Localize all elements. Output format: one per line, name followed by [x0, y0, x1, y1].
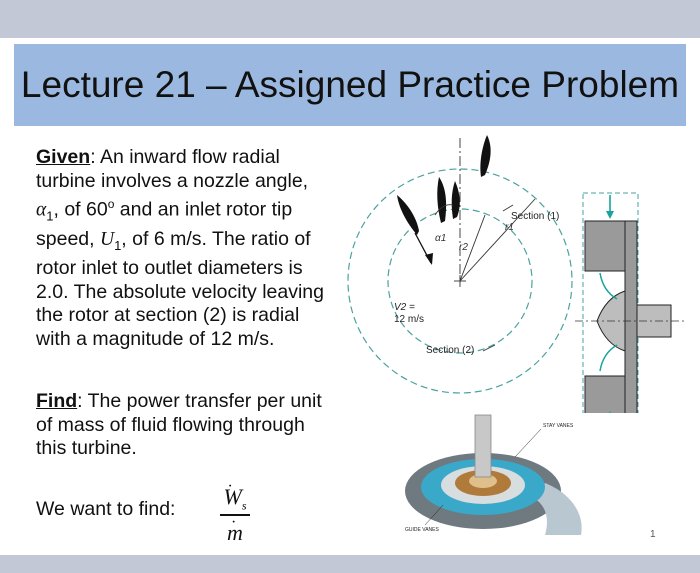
find-paragraph: Find: The power transfer per unit of mas… [36, 390, 336, 461]
guide-vanes-leader [424, 504, 444, 526]
given-rest: , of 6 m/s. The ratio of rotor inlet to … [36, 227, 324, 350]
alpha-symbol: α [36, 199, 47, 221]
guide-vanes-label: GUIDE VANES [405, 527, 439, 533]
fraction-bar [220, 514, 250, 516]
fraction-denominator: ·m [227, 513, 243, 545]
stay-vanes-label: STAY VANES [543, 423, 574, 429]
rotor-shaft-wall [624, 220, 638, 413]
slide: Lecture 21 – Assigned Practice Problem G… [0, 38, 700, 555]
stay-vanes-leader [514, 428, 542, 458]
page-number: 1 [650, 529, 656, 540]
v2-arrow-head [425, 253, 433, 265]
turbine-photo: STAY VANES GUIDE VANES [405, 414, 582, 535]
section1-label: Section (1) [511, 211, 559, 222]
flow-arrow-lower [599, 344, 618, 372]
top-bar [0, 0, 700, 38]
output-shaft [636, 304, 672, 338]
denominator-m: m [227, 519, 243, 545]
alpha-subscript: 1 [46, 208, 54, 224]
degree-mark: o [107, 197, 115, 211]
radial-turbine-diagram: r1 r2 α1 V2 = 12 m/s Section (1) Section… [347, 135, 685, 413]
fraction-numerator: ·Ws [223, 478, 247, 513]
find-text: : The power transfer per unit of mass of… [36, 390, 322, 459]
turbine-shaft [474, 414, 492, 478]
section2-circle [387, 208, 533, 354]
given-paragraph: Given: An inward flow radial turbine inv… [36, 146, 336, 351]
slide-title: Lecture 21 – Assigned Practice Problem [20, 64, 680, 105]
section1-leader [502, 204, 514, 212]
rotor-outline-dashed [582, 192, 639, 413]
runner-hub [469, 474, 497, 488]
section2-label: Section (2) [426, 345, 474, 356]
find-label: Find [36, 390, 78, 412]
vane-middle [437, 177, 447, 223]
inlet-arrowhead-bottom [609, 411, 611, 413]
section1-circle [347, 168, 573, 394]
r2-label: r2 [459, 242, 468, 253]
vane-inner [451, 181, 460, 219]
outlet-pipe [535, 483, 582, 535]
inlet-arrowhead-top [606, 211, 614, 219]
alpha-arc [434, 204, 454, 216]
alpha-text: , of 60 [53, 198, 108, 221]
numerator-subscript: s [241, 498, 247, 513]
rotor-bottom-block [584, 375, 626, 413]
numerator-w: W [223, 484, 242, 509]
power-per-mass-fraction: ·Ws ·m [218, 478, 252, 548]
alpha1-label: α1 [435, 233, 446, 244]
want-text: We want to find: [36, 498, 176, 520]
bottom-bar [0, 555, 700, 573]
u-symbol: U [99, 228, 115, 250]
v2-label: V2 = [394, 302, 415, 313]
r1-label: r1 [505, 222, 514, 233]
inlet-text: and an inlet rotor tip speed, [36, 198, 293, 250]
vane-top [480, 135, 491, 177]
v2-value: 12 m/s [394, 314, 424, 325]
flow-arrow-upper [599, 272, 618, 300]
radius-r1-line [459, 198, 536, 282]
radius-r2-line [459, 214, 486, 282]
given-label: Given [36, 146, 91, 168]
vane-left [397, 195, 419, 235]
title-band [14, 44, 686, 126]
u-subscript: 1 [114, 237, 122, 253]
rotor-top-block [584, 220, 626, 272]
section2-leader [482, 344, 496, 352]
given-text: : An inward flow radial turbine involves… [36, 146, 309, 192]
